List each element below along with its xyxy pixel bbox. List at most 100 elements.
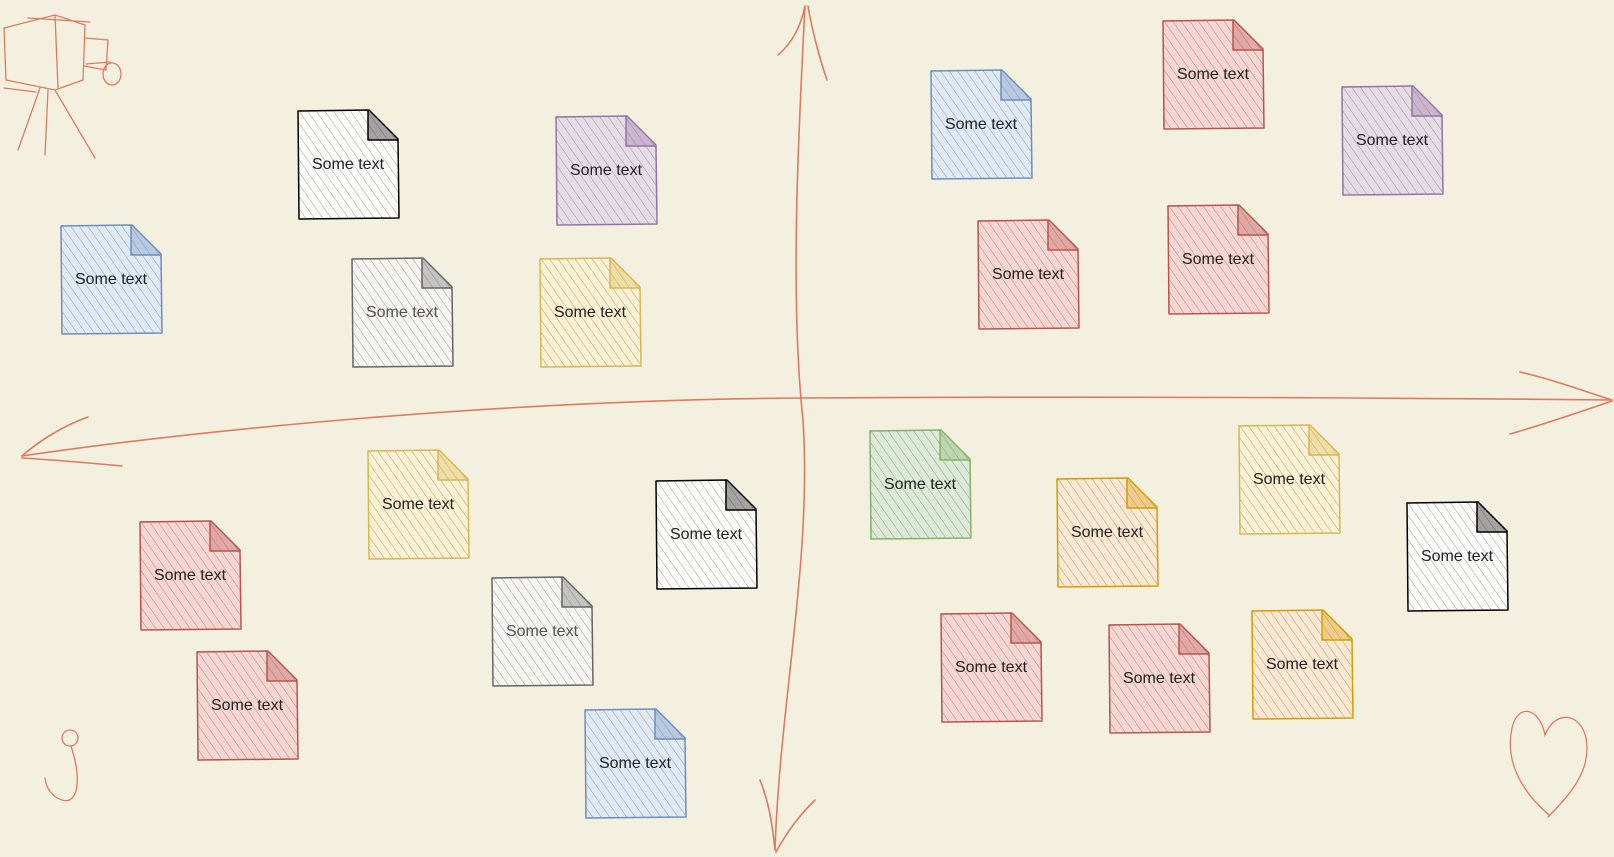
note-outline (139, 520, 242, 631)
note-label: Some text (154, 567, 227, 584)
note-outline (539, 257, 642, 368)
note[interactable]: Some text (1238, 424, 1341, 535)
note[interactable]: Some text (869, 429, 972, 540)
note[interactable]: Some text (1341, 85, 1444, 196)
note[interactable]: Some text (351, 257, 454, 368)
note-label: Some text (1123, 670, 1196, 687)
note[interactable]: Some text (1162, 19, 1265, 130)
note-hatching (197, 651, 297, 759)
note-outline (60, 224, 163, 335)
note-label: Some text (670, 526, 743, 543)
note-label: Some text (211, 697, 284, 714)
note-fold (725, 480, 756, 511)
note-outline (1341, 85, 1444, 196)
note[interactable]: Some text (1251, 609, 1354, 720)
note-hatching (140, 521, 240, 629)
note-fold (437, 450, 468, 481)
note-fold (1000, 70, 1031, 101)
note-outline (491, 576, 594, 687)
note[interactable]: Some text (1056, 477, 1159, 588)
note-fold (421, 258, 452, 289)
note-hatching (870, 430, 970, 538)
note[interactable]: Some text (655, 479, 758, 590)
note-fold (266, 651, 297, 682)
note-label: Some text (599, 755, 672, 772)
horizontal-axis (21, 371, 1613, 467)
note[interactable]: Some text (977, 219, 1080, 330)
note-fold (1237, 205, 1268, 236)
note[interactable]: Some text (60, 224, 163, 335)
note-outline (655, 479, 758, 590)
note[interactable]: Some text (139, 520, 242, 631)
note-fold (1010, 613, 1041, 644)
note-fold (1308, 425, 1339, 456)
note-outline (930, 69, 1033, 180)
note-fold (1126, 478, 1157, 509)
note-label: Some text (992, 266, 1065, 283)
note-label: Some text (570, 162, 643, 179)
note-outline (977, 219, 1080, 330)
note-fold (367, 110, 398, 141)
note[interactable]: Some text (367, 449, 470, 560)
note-fold (130, 225, 161, 256)
note-outline (1251, 609, 1354, 720)
note-outline (940, 612, 1043, 723)
note-label: Some text (1253, 471, 1326, 488)
note[interactable]: Some text (584, 708, 687, 819)
note-hatching (1163, 20, 1263, 128)
note-hatching (1342, 86, 1442, 194)
note-outline (1167, 204, 1270, 315)
note-label: Some text (884, 476, 957, 493)
note-fold (1321, 610, 1352, 641)
note-hatching (298, 110, 398, 218)
note-label: Some text (945, 116, 1018, 133)
note-outline (1108, 623, 1211, 734)
note[interactable]: Some text (930, 69, 1033, 180)
note[interactable]: Some text (491, 576, 594, 687)
note-label: Some text (366, 304, 439, 321)
note[interactable]: Some text (1406, 501, 1509, 612)
note-hatching (1109, 624, 1209, 732)
note-fold (209, 521, 240, 552)
note-hatching (1407, 502, 1507, 610)
note-hatching (556, 116, 656, 224)
note-outline (1162, 19, 1265, 130)
note-fold (625, 116, 656, 147)
note-fold (1476, 502, 1507, 533)
note[interactable]: Some text (196, 650, 299, 761)
note-label: Some text (1182, 251, 1255, 268)
note-hatching (1239, 425, 1339, 533)
note[interactable]: Some text (1108, 623, 1211, 734)
note-outline (584, 708, 687, 819)
note-hatching (368, 450, 468, 558)
note-label: Some text (955, 659, 1028, 676)
note-label: Some text (75, 271, 148, 288)
note-hatching (1168, 205, 1268, 313)
note-hatching (978, 220, 1078, 328)
note-outline (1406, 501, 1509, 612)
note[interactable]: Some text (297, 109, 400, 220)
note[interactable]: Some text (539, 257, 642, 368)
note[interactable]: Some text (940, 612, 1043, 723)
note-outline (297, 109, 400, 220)
note-hatching (540, 258, 640, 366)
note-fold (1232, 20, 1263, 51)
note-label: Some text (506, 623, 579, 640)
note-label: Some text (1177, 66, 1250, 83)
note-hatching (492, 577, 592, 685)
note-fold (609, 258, 640, 289)
note-label: Some text (1421, 548, 1494, 565)
note-hatching (585, 709, 685, 817)
note-fold (939, 430, 970, 461)
note-outline (1238, 424, 1341, 535)
note-label: Some text (1266, 656, 1339, 673)
note[interactable]: Some text (555, 115, 658, 226)
note-label: Some text (1356, 132, 1429, 149)
note-fold (1411, 86, 1442, 117)
note[interactable]: Some text (1167, 204, 1270, 315)
note-outline (1056, 477, 1159, 588)
note-label: Some text (382, 496, 455, 513)
note-fold (561, 577, 592, 608)
